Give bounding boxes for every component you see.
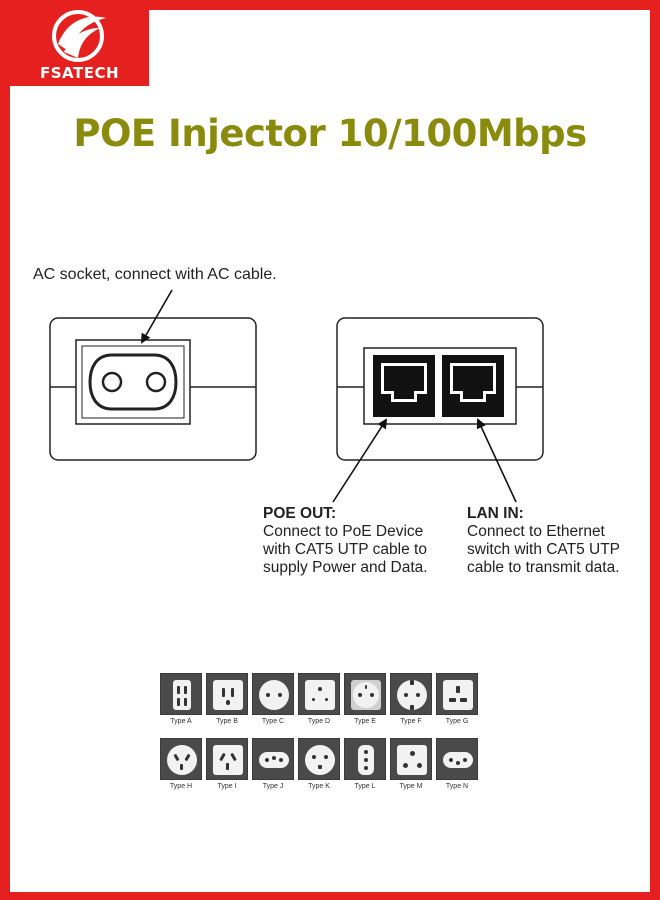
ac-pin-left — [101, 371, 123, 393]
plug-type-n: Type N — [436, 738, 478, 790]
plug-label: Type K — [308, 783, 330, 790]
plug-row: Type H Type I Type J Type K Type L Type … — [160, 738, 482, 798]
plug-d-icon — [298, 673, 340, 715]
plug-label: Type A — [170, 718, 192, 725]
plug-e-icon — [344, 673, 386, 715]
plug-type-h: Type H — [160, 738, 202, 790]
plug-label: Type N — [445, 783, 469, 790]
poe-out-port — [373, 355, 435, 417]
plug-type-l: Type L — [344, 738, 386, 790]
plug-type-i: Type I — [206, 738, 248, 790]
plug-k-icon — [298, 738, 340, 780]
ac-side-panel — [49, 317, 257, 461]
rj45-side-panel — [336, 317, 544, 461]
poe-out-line: supply Power and Data. — [263, 559, 428, 576]
ac-pin-right — [145, 371, 167, 393]
plug-type-k: Type K — [298, 738, 340, 790]
plug-type-m: Type M — [390, 738, 432, 790]
plug-label: Type J — [262, 783, 284, 790]
plug-f-icon — [390, 673, 432, 715]
poe-out-heading: POE OUT: — [263, 505, 337, 522]
plug-l-icon — [344, 738, 386, 780]
poe-out-line: with CAT5 UTP cable to — [263, 541, 427, 558]
plug-h-icon — [160, 738, 202, 780]
plug-label: Type F — [400, 718, 422, 725]
plug-n-icon — [436, 738, 478, 780]
brand-logo: FSATECH — [10, 0, 149, 86]
plug-label: Type E — [354, 718, 376, 725]
plug-row: Type A Type B Type C Type D Type E Type … — [160, 673, 482, 733]
plug-label: Type C — [261, 718, 285, 725]
lan-in-line: cable to transmit data. — [467, 559, 620, 576]
lan-in-line: switch with CAT5 UTP — [467, 541, 621, 558]
plug-type-a: Type A — [160, 673, 202, 725]
brand-swoosh-icon — [52, 10, 106, 62]
plug-type-c: Type C — [252, 673, 294, 725]
plug-type-j: Type J — [252, 738, 294, 790]
plug-type-d: Type D — [298, 673, 340, 725]
plug-label: Type B — [216, 718, 238, 725]
plug-i-icon — [206, 738, 248, 780]
poe-out-arrow — [332, 418, 388, 503]
plug-type-g: Type G — [436, 673, 478, 725]
lan-in-line: Connect to Ethernet — [467, 523, 605, 540]
brand-name: FSATECH — [39, 64, 120, 82]
plug-label: Type D — [307, 718, 331, 725]
plug-type-e: Type E — [344, 673, 386, 725]
ac-arrow — [141, 289, 173, 344]
plug-type-f: Type F — [390, 673, 432, 725]
plug-g-icon — [436, 673, 478, 715]
plug-c-icon — [252, 673, 294, 715]
plug-label: Type I — [217, 783, 237, 790]
lan-in-arrow — [476, 418, 517, 503]
plug-type-b: Type B — [206, 673, 248, 725]
ac-socket-note: AC socket, connect with AC cable. — [33, 266, 277, 283]
plug-label: Type H — [169, 783, 193, 790]
lan-in-heading: LAN IN: — [467, 505, 524, 522]
plug-label: Type G — [445, 718, 469, 725]
plug-j-icon — [252, 738, 294, 780]
plug-m-icon — [390, 738, 432, 780]
plug-a-icon — [160, 673, 202, 715]
page-title: POE Injector 10/100Mbps — [73, 112, 587, 155]
poe-out-line: Connect to PoE Device — [263, 523, 424, 540]
lan-in-port — [442, 355, 504, 417]
plug-label: Type M — [399, 783, 423, 790]
plug-label: Type L — [354, 783, 376, 790]
plug-b-icon — [206, 673, 248, 715]
